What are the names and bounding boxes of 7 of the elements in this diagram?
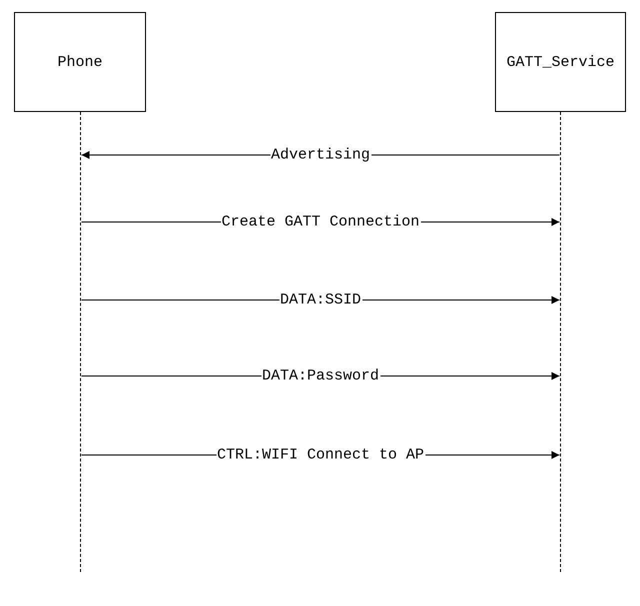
- lifeline: [80, 112, 81, 572]
- participant-name: GATT_Service: [506, 54, 615, 70]
- message-label: Advertising: [270, 146, 372, 164]
- lifeline-header-box: [495, 12, 626, 112]
- lifeline: [560, 112, 561, 572]
- participant-name: Phone: [57, 54, 102, 70]
- lifeline-header-box: [14, 12, 146, 112]
